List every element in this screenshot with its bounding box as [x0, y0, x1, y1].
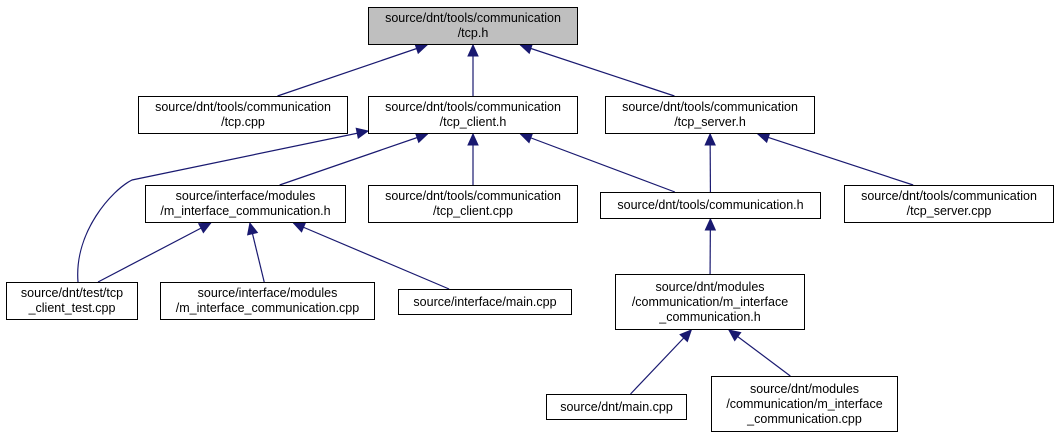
- node-communication-h[interactable]: source/dnt/tools/communication.h: [600, 192, 821, 219]
- edge-interface_main-to-m_iface_comm_h: [293, 222, 450, 290]
- arrowhead-icon: [467, 132, 479, 146]
- node-label-line: source/dnt/tools/communication: [155, 100, 331, 114]
- arrowhead-icon: [704, 132, 716, 146]
- arrowhead-icon: [704, 217, 717, 231]
- node-label-line: /tcp.cpp: [221, 115, 265, 129]
- node-label-line: source/dnt/modules: [655, 279, 765, 294]
- node-tcp-h: source/dnt/tools/communication /tcp.h: [368, 7, 578, 45]
- node-label-line: /communication/m_interface: [726, 396, 883, 411]
- node-label-line: /tcp_client.h: [439, 115, 507, 129]
- arrowhead-icon: [467, 43, 479, 57]
- edge-tcp_server_h-to-tcp_h: [520, 44, 675, 97]
- node-label-line: source/dnt/tools/communication: [385, 189, 561, 203]
- edge-tcp_cpp-to-tcp_h: [277, 44, 428, 97]
- node-label-line: /tcp.h: [457, 26, 489, 40]
- node-tcp-client-h[interactable]: source/dnt/tools/communication /tcp_clie…: [368, 96, 578, 134]
- node-label-line: source/interface/modules: [197, 286, 338, 300]
- node-interface-main-cpp[interactable]: source/interface/main.cpp: [398, 289, 572, 315]
- node-label-line: source/dnt/test/tcp: [20, 286, 124, 300]
- node-label-line: source/dnt/tools/communication: [385, 100, 561, 114]
- node-label-line: source/dnt/tools/communication: [861, 189, 1037, 203]
- node-label-line: /tcp_server.cpp: [906, 204, 992, 218]
- node-label-line: _communication.h: [659, 309, 761, 324]
- arrowhead-icon: [679, 329, 693, 343]
- arrowhead-icon: [246, 221, 259, 236]
- node-label-line: source/interface/main.cpp: [413, 294, 557, 309]
- edge-dnt_main-to-dnt_mod_comm_h: [630, 329, 692, 395]
- node-label-line: /m_interface_communication.cpp: [175, 301, 360, 315]
- node-label-line: _client_test.cpp: [28, 301, 116, 315]
- node-label-line: source/dnt/main.cpp: [560, 399, 673, 414]
- node-label-line: _communication.cpp: [747, 411, 862, 426]
- node-label-line: source/interface/modules: [175, 189, 316, 203]
- node-label-line: source/dnt/tools/communication: [385, 11, 561, 25]
- node-label-line: source/dnt/tools/communication.h: [617, 198, 804, 212]
- node-m-interface-communication-cpp[interactable]: source/interface/modules /m_interface_co…: [160, 282, 375, 320]
- node-tcp-server-h[interactable]: source/dnt/tools/communication /tcp_serv…: [605, 96, 815, 134]
- node-label-line: /communication/m_interface: [631, 294, 789, 309]
- edge-tcp_client_test-to-tcp_client_h: [77, 130, 369, 283]
- node-label-line: /tcp_server.h: [674, 115, 746, 129]
- node-label-line: source/dnt/modules: [749, 381, 860, 396]
- node-tcp-client-cpp[interactable]: source/dnt/tools/communication /tcp_clie…: [368, 185, 578, 223]
- node-tcp-cpp[interactable]: source/dnt/tools/communication /tcp.cpp: [138, 96, 348, 134]
- arrowhead-icon: [197, 222, 212, 234]
- arrowhead-icon: [355, 127, 370, 139]
- node-label-line: /tcp_client.cpp: [433, 204, 513, 218]
- edge-m_iface_comm_h-to-tcp_client_h: [279, 133, 428, 186]
- node-label-line: /m_interface_communication.h: [160, 204, 331, 218]
- edge-tcp_client_test-to-m_iface_comm_h: [97, 222, 212, 283]
- edge-dnt_mod_comm_cpp-to-dnt_mod_comm_h: [728, 329, 791, 377]
- edge-tcp_server_cpp-to-tcp_server_h: [757, 133, 914, 186]
- node-m-interface-communication-h[interactable]: source/interface/modules /m_interface_co…: [145, 185, 346, 223]
- node-dnt-modules-communication-cpp[interactable]: source/dnt/modules /communication/m_inte…: [711, 376, 898, 432]
- node-dnt-main-cpp[interactable]: source/dnt/main.cpp: [546, 394, 687, 420]
- node-label-line: source/dnt/tools/communication: [622, 100, 798, 114]
- arrowhead-icon: [727, 329, 742, 342]
- edge-communication_h-to-tcp_client_h: [520, 133, 676, 193]
- node-tcp-client-test-cpp[interactable]: source/dnt/test/tcp _client_test.cpp: [6, 282, 138, 320]
- node-dnt-modules-communication-h[interactable]: source/dnt/modules /communication/m_inte…: [615, 274, 805, 330]
- node-tcp-server-cpp[interactable]: source/dnt/tools/communication /tcp_serv…: [844, 185, 1054, 223]
